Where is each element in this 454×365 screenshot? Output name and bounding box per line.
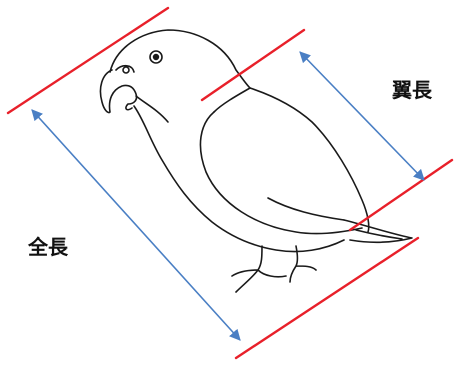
parrot-chest — [133, 105, 345, 253]
boundary-lines — [6, 6, 454, 360]
measurement-arrows — [31, 51, 425, 341]
parrot-drawing-icon — [99, 29, 413, 293]
wing-length-arrow — [299, 51, 425, 181]
parrot-leg-right — [289, 245, 317, 283]
parrot-eye — [149, 50, 163, 64]
wing-length-top-boundary — [200, 28, 306, 102]
total-length-bottom-boundary — [234, 236, 420, 360]
wing-length-label: 翼長 — [392, 78, 432, 102]
parrot-leg-left — [231, 245, 287, 293]
wing-length-bottom-boundary — [348, 158, 454, 232]
parrot-tail — [343, 219, 413, 243]
total-length-top-boundary — [6, 6, 170, 115]
total-length-label: 全長 — [28, 235, 68, 259]
parrot-wing — [249, 87, 370, 233]
parrot-beak — [99, 69, 138, 114]
total-length-arrow — [31, 109, 241, 341]
parrot-head-outline — [109, 29, 251, 89]
